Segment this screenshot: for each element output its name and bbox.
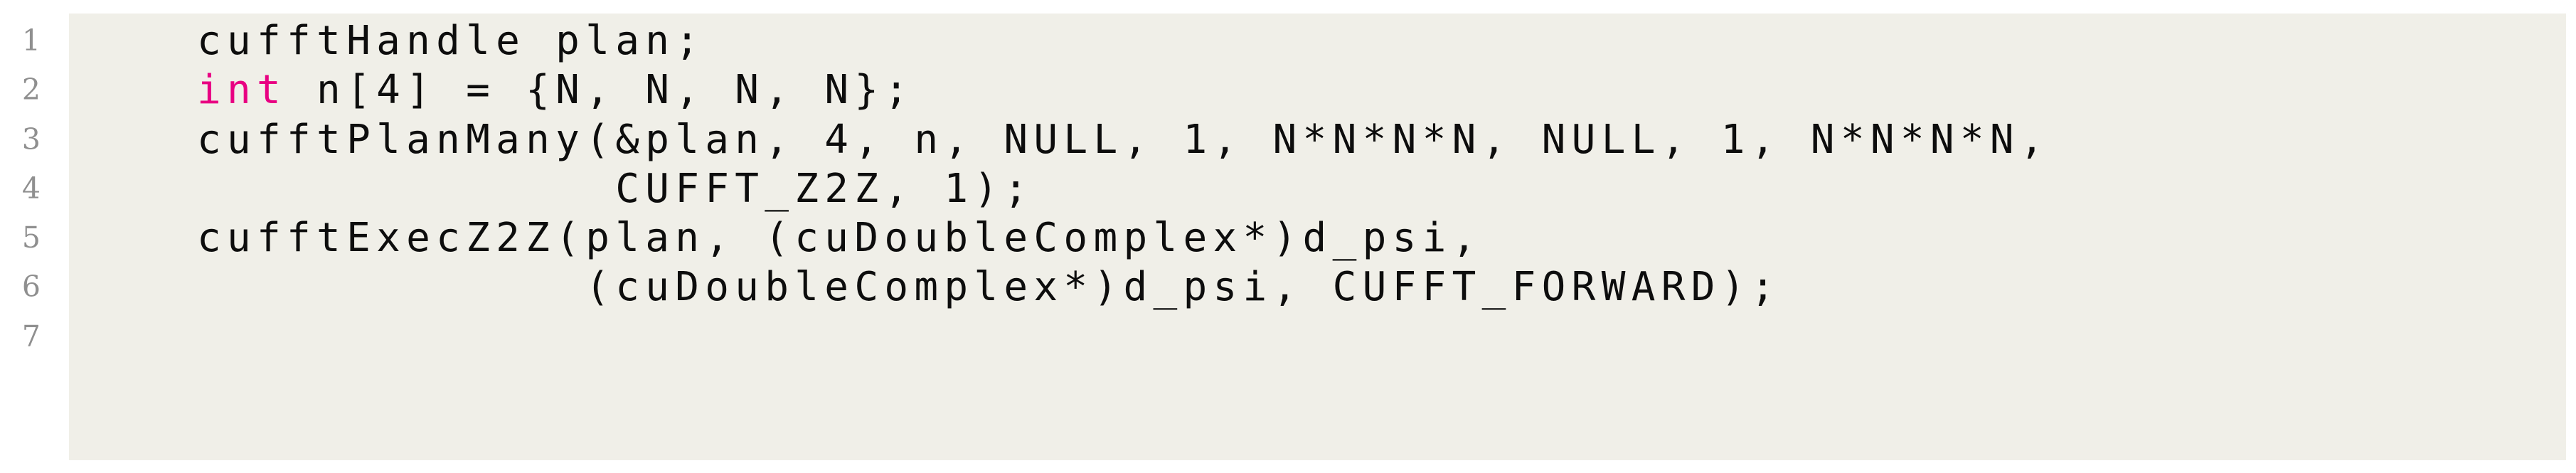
code-line: cufftExecZ2Z(plan, (cuDoubleComplex*)d_p… — [197, 213, 2050, 262]
code-token: cufftPlanMany(&plan, 4, n, NULL, 1, N*N*… — [197, 116, 2050, 163]
code-line: cufftPlanMany(&plan, 4, n, NULL, 1, N*N*… — [197, 115, 2050, 164]
line-number: 7 — [21, 319, 41, 354]
code-line: cufftHandle plan; — [197, 16, 2050, 65]
code-line: CUFFT_Z2Z, 1); — [197, 164, 2050, 213]
line-number: 5 — [21, 220, 41, 255]
line-number: 4 — [21, 171, 41, 206]
code-token: n[4] = {N, N, N, N}; — [287, 67, 915, 114]
code-line: (cuDoubleComplex*)d_psi, CUFFT_FORWARD); — [197, 262, 2050, 312]
code-token: CUFFT_Z2Z, 1); — [197, 165, 1034, 212]
line-number: 3 — [21, 122, 41, 156]
code-listing: cufftHandle plan;int n[4] = {N, N, N, N}… — [197, 16, 2050, 361]
code-token: cufftExecZ2Z(plan, (cuDoubleComplex*)d_p… — [197, 215, 1482, 262]
code-token: cufftHandle plan; — [197, 18, 706, 64]
line-number-gutter: 1 2 3 4 5 6 7 — [0, 16, 41, 361]
line-number: 2 — [21, 73, 41, 107]
code-block-background — [69, 14, 2566, 460]
code-token: (cuDoubleComplex*)d_psi, CUFFT_FORWARD); — [197, 264, 1781, 311]
keyword-token: int — [197, 67, 287, 114]
line-number: 1 — [21, 23, 41, 58]
line-number: 6 — [21, 270, 41, 304]
code-line: int n[4] = {N, N, N, N}; — [197, 65, 2050, 115]
code-line — [197, 312, 2050, 361]
